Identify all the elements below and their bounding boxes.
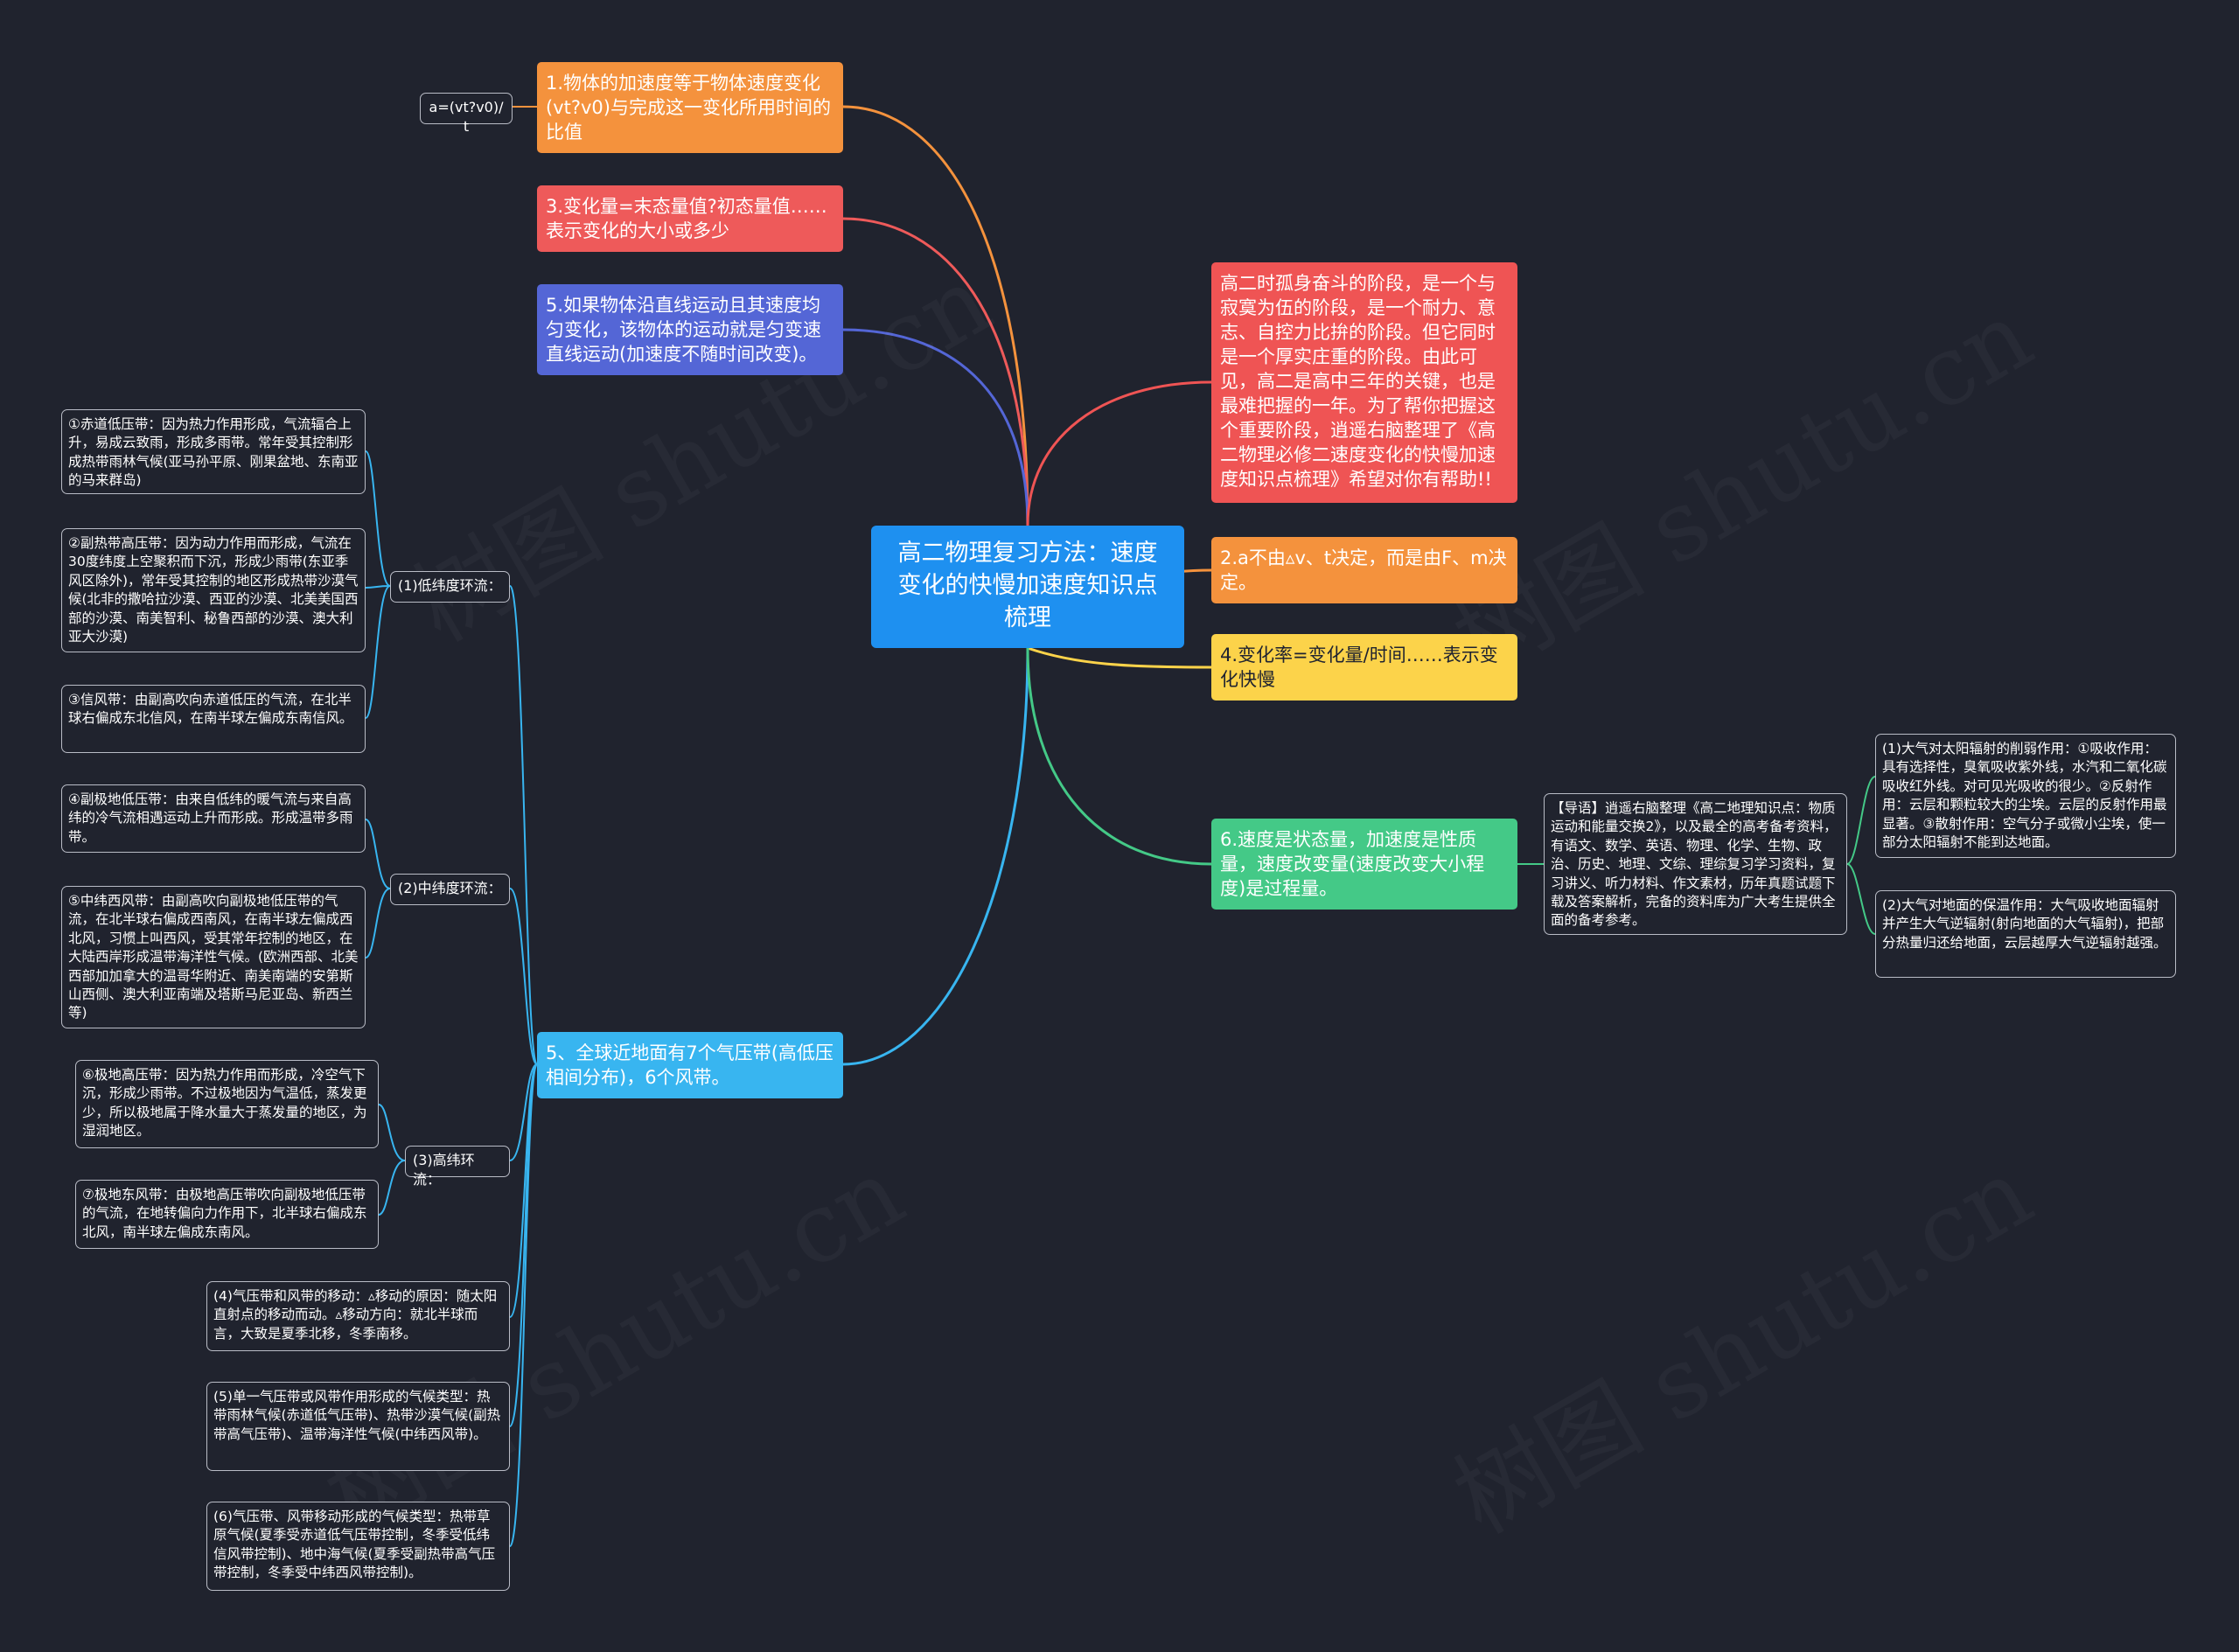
belt-subtropical-high[interactable]: ②副热带高压带：因为动力作用而形成，气流在30度纬度上空聚积而下沉，形成少雨带(… xyxy=(61,528,366,652)
link-low-b2 xyxy=(365,585,391,589)
link-t5b-low xyxy=(509,585,538,1065)
atmosphere-insulation-note[interactable]: (2)大气对地面的保温作用：大气吸收地面辐射并产生大气逆辐射(射向地面的大气辐射… xyxy=(1875,890,2176,978)
topic-intro[interactable]: 高二时孤身奋斗的阶段，是一个与寂寞为伍的阶段，是一个耐力、意志、自控力比拚的阶段… xyxy=(1211,262,1517,503)
note-migrating-belt-climates[interactable]: (6)气压带、风带移动形成的气候类型：热带草原气候(夏季受赤道低气压带控制，冬季… xyxy=(206,1502,510,1591)
link-high-b7 xyxy=(378,1160,406,1216)
circulation-mid-latitude[interactable]: (2)中纬度环流： xyxy=(390,874,510,905)
note-single-belt-climates[interactable]: (5)单一气压带或风带作用形成的气候类型：热带雨林气候(赤道低气压带)、热带沙漠… xyxy=(206,1382,510,1471)
topic-change-amount[interactable]: 3.变化量=末态量值?初态量值……表示变化的大小或多少 xyxy=(537,185,843,252)
link-low-b3 xyxy=(365,585,391,719)
link-root-t1 xyxy=(842,105,1029,526)
topic-pressure-belts[interactable]: 5、全球近地面有7个气压带(高低压相间分布)，6个风带。 xyxy=(537,1032,843,1098)
link-root-t5b xyxy=(842,647,1029,1066)
link-root-intro xyxy=(1026,380,1212,526)
link-root-t4 xyxy=(1027,646,1212,669)
link-mid-b4 xyxy=(365,819,391,889)
formula-node[interactable]: a=(vt?v0)/t xyxy=(420,93,513,135)
link-t5b-mid xyxy=(509,888,538,1065)
link-root-t6 xyxy=(1026,647,1212,866)
link-t5b-e6 xyxy=(509,1063,538,1547)
belt-trade-wind[interactable]: ③信风带：由副高吹向赤道低压的气流，在北半球右偏成东北信风，在南半球左偏成东南信… xyxy=(61,685,366,753)
topic-uniform-acceleration[interactable]: 5.如果物体沿直线运动且其速度均匀变化，该物体的运动就是匀变速直线运动(加速度不… xyxy=(537,284,843,375)
topic-state-quantity[interactable]: 6.速度是状态量，加速度是性质量，速度改变量(速度改变大小程度)是过程量。 xyxy=(1211,819,1517,910)
root-topic[interactable]: 高二物理复习方法：速度变化的快慢加速度知识点梳理 xyxy=(871,526,1184,648)
topic-rate-of-change[interactable]: 4.变化率=变化量/时间……表示变化快慢 xyxy=(1211,634,1517,701)
link-low-b1 xyxy=(365,450,391,587)
guide-note[interactable]: 【导语】逍遥右脑整理《高二地理知识点：物质运动和能量交换2》，以及最全的高考备考… xyxy=(1544,793,1847,935)
atmosphere-weakening-note[interactable]: (1)大气对太阳辐射的削弱作用：①吸收作用：具有选择性，臭氧吸收紫外线，水汽和二… xyxy=(1875,734,2176,858)
belt-equatorial-low[interactable]: ①赤道低压带：因为热力作用形成，气流辐合上升，易成云致雨，形成多雨带。常年受其控… xyxy=(61,409,366,494)
link-guide-a2 xyxy=(1846,863,1876,935)
link-guide-a1 xyxy=(1846,776,1876,865)
belt-polar-high[interactable]: ⑥极地高压带：因为热力作用而形成，冷空气下沉，形成少雨带。不过极地因为气温低，蒸… xyxy=(75,1060,379,1148)
link-root-t3 xyxy=(842,217,1029,526)
belt-westerlies[interactable]: ⑤中纬西风带：由副高吹向副极地低压带的气流，在北半球右偏成西南风，在南半球左偏成… xyxy=(61,886,366,1028)
belt-subpolar-low[interactable]: ④副极地低压带：由来自低纬的暖气流与来自高纬的冷气流相遇运动上升而形成。形成温带… xyxy=(61,784,366,853)
link-root-t5 xyxy=(842,328,1029,526)
belt-polar-easterlies[interactable]: ⑦极地东风带：由极地高压带吹向副极地低压带的气流，在地转偏向力作用下，北半球右偏… xyxy=(75,1180,379,1249)
link-high-b6 xyxy=(378,1104,406,1161)
circulation-high-latitude[interactable]: (3)高纬环流： xyxy=(405,1146,510,1188)
topic-acceleration-cause[interactable]: 2.a不由▵v、t决定，而是由F、m决定。 xyxy=(1211,537,1517,603)
note-belt-migration[interactable]: (4)气压带和风带的移动：▵移动的原因：随太阳直射点的移动而动。▵移动方向：就北… xyxy=(206,1281,510,1351)
link-mid-b5 xyxy=(365,888,391,958)
link-t5b-high xyxy=(509,1063,538,1161)
circulation-low-latitude[interactable]: (1)低纬度环流： xyxy=(390,571,510,603)
topic-acceleration-definition[interactable]: 1.物体的加速度等于物体速度变化(vt?v0)与完成这一变化所用时间的比值 xyxy=(537,62,843,153)
